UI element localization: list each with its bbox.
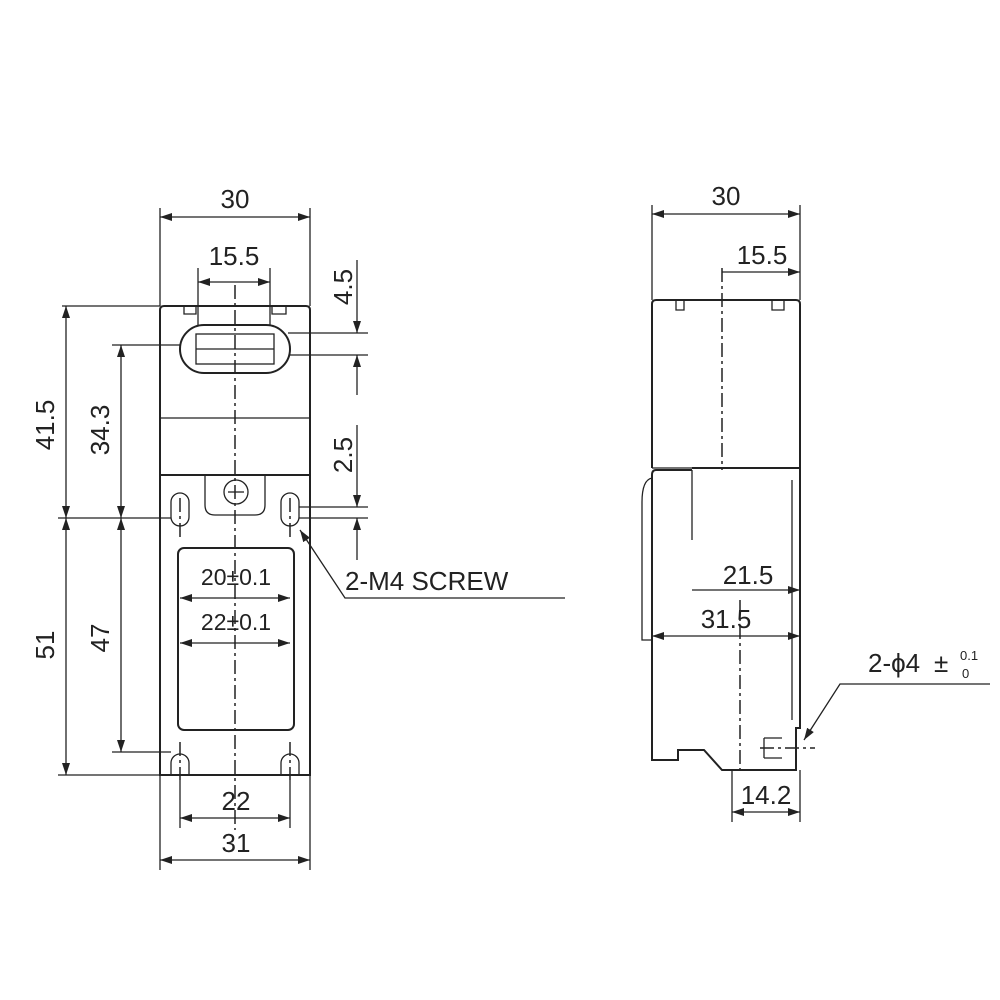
side-dim-bottom: 14.2 bbox=[741, 780, 792, 810]
side-dim-width-top: 30 bbox=[712, 181, 741, 211]
center-screw bbox=[223, 479, 249, 505]
dim-left-lower: 51 bbox=[30, 631, 60, 660]
dim-hole-spacing-outer: 22±0.1 bbox=[201, 609, 271, 635]
side-head-notches bbox=[675, 300, 785, 311]
side-body-outline bbox=[651, 467, 801, 771]
dim-left-upper-inner: 34.3 bbox=[85, 405, 115, 456]
side-dim-depth-outer: 31.5 bbox=[701, 604, 752, 634]
screw-label: 2-M4 SCREW bbox=[345, 566, 509, 596]
side-extension-lines bbox=[651, 205, 801, 822]
dim-slot-height: 4.5 bbox=[328, 269, 358, 305]
dim-left-lower-inner: 47 bbox=[85, 624, 115, 653]
side-hole-plusminus: ± bbox=[934, 648, 948, 678]
bottom-hole-right bbox=[280, 753, 300, 775]
dim-right-mid: 2.5 bbox=[328, 437, 358, 473]
side-dimension-lines bbox=[652, 210, 990, 816]
dim-hole-spacing-inner: 20±0.1 bbox=[201, 564, 271, 590]
side-hole-tol-upper: 0.1 bbox=[960, 648, 978, 663]
front-view: 30 15.5 4.5 41.5 34.3 2.5 2-M4 SCREW 20±… bbox=[30, 184, 565, 870]
bottom-hole-left bbox=[170, 753, 190, 775]
side-head-outline bbox=[651, 299, 801, 468]
side-body-tab bbox=[641, 477, 653, 641]
side-dim-depth-inner: 21.5 bbox=[723, 560, 774, 590]
side-hole-label: 2-ϕ4 bbox=[868, 648, 920, 678]
dim-width-top: 30 bbox=[221, 184, 250, 214]
side-dim-offset-top: 15.5 bbox=[737, 240, 788, 270]
front-dimension-lines bbox=[62, 213, 565, 864]
front-extension-lines bbox=[58, 208, 368, 870]
dim-bottom-inner: 22 bbox=[222, 786, 251, 816]
dim-bottom-outer: 31 bbox=[222, 828, 251, 858]
dim-slot-width: 15.5 bbox=[209, 241, 260, 271]
dim-left-upper: 41.5 bbox=[30, 400, 60, 451]
front-window bbox=[177, 547, 295, 731]
side-hole-tol-lower: 0 bbox=[962, 666, 969, 681]
side-view: 30 15.5 21.5 31.5 2-ϕ4 ± 0.1 0 14.2 bbox=[641, 181, 990, 822]
